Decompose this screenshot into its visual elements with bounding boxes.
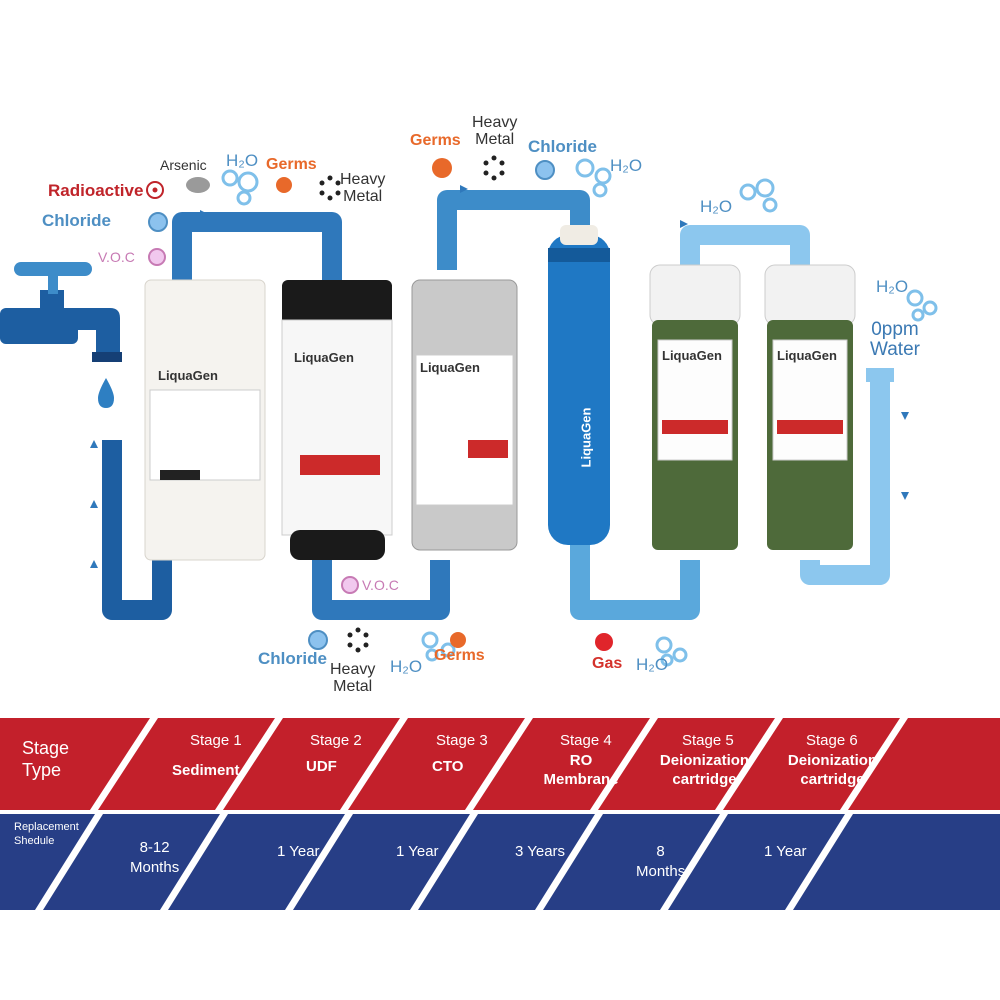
- voc-label-bottom: V.O.C: [362, 578, 399, 593]
- brand-label-stage-2: LiquaGen: [294, 350, 354, 365]
- zero-ppm-water-label: 0ppm Water: [870, 320, 920, 360]
- stage-6-type: Deionization cartridge: [780, 752, 885, 790]
- radioactive-icon: [147, 182, 163, 198]
- brand-label-stage-3: LiquaGen: [420, 360, 480, 375]
- filter-stage-3: [412, 280, 517, 550]
- stage-table: Stage Type Replacement Shedule Stage 1 S…: [0, 718, 1000, 910]
- stage-2-schedule: 1 Year: [277, 842, 320, 862]
- stage-3-label: Stage 3: [436, 732, 488, 749]
- stage-4-type: RO Membrane: [536, 752, 626, 790]
- stage-3-schedule: 1 Year: [396, 842, 439, 862]
- stage-5-label: Stage 5: [682, 732, 734, 749]
- brand-label-stage-5: LiquaGen: [662, 348, 722, 363]
- chloride-label-top2: Chloride: [528, 138, 597, 156]
- brand-label-stage-1: LiquaGen: [158, 368, 218, 383]
- pipe-layer: [0, 0, 1000, 700]
- stage-5-schedule: 8 Months: [636, 842, 685, 883]
- brand-label-stage-4: LiquaGen: [578, 408, 593, 468]
- filter-stage-4: [548, 225, 610, 545]
- stage-4-label: Stage 4: [560, 732, 612, 749]
- heavy-metal-label-bottom: Heavy Metal: [330, 662, 375, 696]
- gas-icon: [595, 633, 613, 651]
- stage-3-type: CTO: [432, 758, 463, 777]
- stage-2-type: UDF: [306, 758, 337, 777]
- heavy-metal-label-top2: Heavy Metal: [472, 115, 517, 149]
- filter-stage-1: [145, 280, 265, 560]
- heavy-metal-label-top1: Heavy Metal: [340, 172, 385, 206]
- germs-label-top1: Germs: [266, 157, 317, 174]
- gas-label-bottom: Gas: [592, 656, 622, 673]
- replacement-schedule-header: Replacement Shedule: [14, 820, 79, 849]
- filter-stage-6: [765, 265, 855, 550]
- chloride-label-bottom: Chloride: [258, 650, 327, 668]
- faucet-icon: [0, 262, 122, 362]
- h2o-label-bottom1: H₂O: [390, 658, 422, 676]
- stage-5-type: Deionization cartridge: [652, 752, 757, 790]
- filter-stage-5: [650, 265, 740, 550]
- stage-6-label: Stage 6: [806, 732, 858, 749]
- stage-1-label: Stage 1: [190, 732, 242, 749]
- h2o-label-top3: H₂O: [700, 198, 732, 216]
- radioactive-label: Radioactive: [48, 182, 143, 200]
- arsenic-icon: [186, 177, 210, 193]
- stage-type-header: Stage Type: [22, 738, 69, 781]
- h2o-label-bottom2: H₂O: [636, 656, 668, 674]
- stage-1-schedule: 8-12 Months: [130, 838, 179, 879]
- stage-2-label: Stage 2: [310, 732, 362, 749]
- arsenic-label: Arsenic: [160, 158, 207, 173]
- h2o-label-right: H₂O: [876, 278, 908, 296]
- filtration-diagram: Radioactive Arsenic H₂O Germs Heavy Meta…: [0, 0, 1000, 700]
- germs-label-top2: Germs: [410, 133, 461, 150]
- germs-label-bottom: Germs: [434, 648, 485, 665]
- stage-6-schedule: 1 Year: [764, 842, 807, 862]
- voc-label-top: V.O.C: [98, 250, 135, 265]
- h2o-label-top1: H₂O: [226, 152, 258, 170]
- chloride-label-top-left: Chloride: [42, 212, 111, 230]
- water-drop-icon: [98, 378, 114, 408]
- h2o-label-top2: H₂O: [610, 157, 642, 175]
- brand-label-stage-6: LiquaGen: [777, 348, 837, 363]
- filter-stage-2: [282, 280, 392, 560]
- stage-4-schedule: 3 Years: [515, 842, 565, 862]
- stage-1-type: Sediment: [172, 762, 240, 781]
